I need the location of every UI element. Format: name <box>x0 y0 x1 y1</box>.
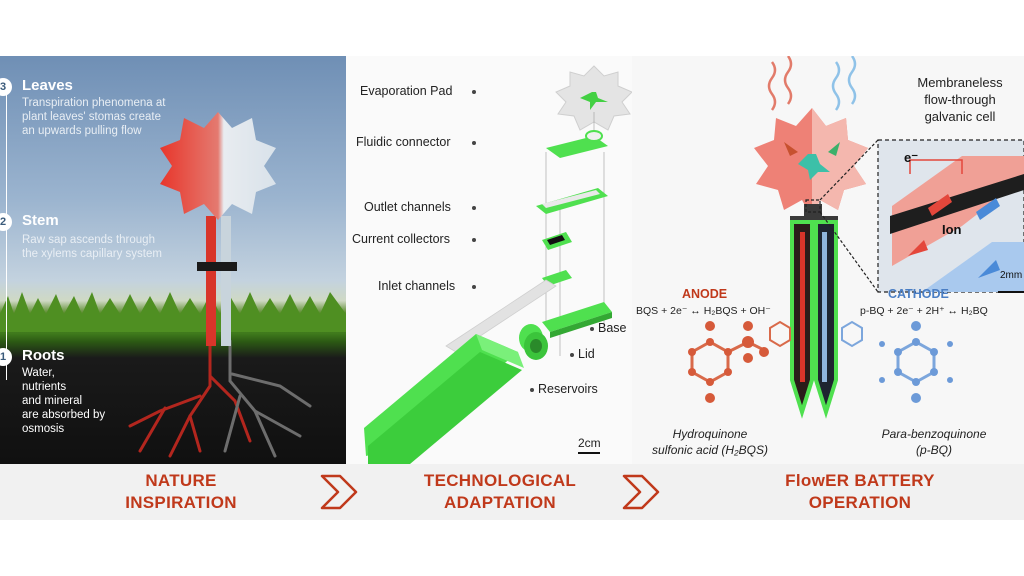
label-base: Base <box>598 321 627 335</box>
nature-illustration <box>0 112 346 458</box>
tech-panel: Evaporation Pad Fluidic connector Outlet… <box>346 56 632 464</box>
name-line: sulfonic acid (H₂BQS) <box>652 443 768 457</box>
step-title: Stem <box>22 212 59 229</box>
step-number: 1 <box>0 348 12 366</box>
battery-illustration <box>688 56 1024 419</box>
cell-title-line: Membraneless <box>917 75 1003 90</box>
desc-line: the xylems capillary system <box>22 248 162 260</box>
inset-electron-label: e⁻ <box>904 150 919 165</box>
figure: 3 Leaves Transpiration phenomena at plan… <box>0 56 1024 520</box>
stage-title-tech: TECHNOLOGICAL ADAPTATION <box>400 470 600 514</box>
leader-dot <box>530 388 534 392</box>
leader-dot <box>472 90 476 94</box>
name-line: Para-benzoquinone <box>881 427 987 441</box>
anode-molecule-name: Hydroquinone sulfonic acid (H₂BQS) <box>630 426 790 458</box>
chevron-right-icon <box>320 474 358 510</box>
desc-line: nutrients <box>22 381 67 393</box>
name-line: (p-BQ) <box>916 443 952 457</box>
label-inlet-channels: Inlet channels <box>378 279 456 293</box>
stage-title-nature: NATURE INSPIRATION <box>86 470 276 514</box>
leader-dot <box>472 206 476 210</box>
step-number: 3 <box>0 78 12 96</box>
desc-line: plant leaves' stomas create <box>22 111 161 123</box>
label-reservoirs: Reservoirs <box>538 382 598 396</box>
stage-title-line: OPERATION <box>808 493 912 512</box>
step-number: 2 <box>0 213 12 231</box>
label-evaporation-pad: Evaporation Pad <box>360 84 453 98</box>
label-lid: Lid <box>578 347 595 361</box>
cell-title: Membraneless flow-through galvanic cell <box>900 74 1020 125</box>
step-description: Transpiration phenomena at plant leaves'… <box>22 96 202 138</box>
desc-line: are absorbed by <box>22 409 106 421</box>
name-line: Hydroquinone <box>672 427 748 441</box>
desc-line: Water, <box>22 367 55 379</box>
leader-dot <box>570 353 574 357</box>
anode-equation: BQS + 2e⁻ ↔ H₂BQS + OH⁻ <box>636 305 771 317</box>
inset-ion-label: Ion <box>942 222 962 237</box>
stage-title-line: NATURE <box>145 471 217 490</box>
cell-title-line: flow-through <box>924 92 996 107</box>
cathode-equation: p-BQ + 2e⁻ + 2H⁺ ↔ H₂BQ <box>860 305 988 317</box>
leader-dot <box>472 238 476 242</box>
cathode-molecule-name: Para-benzoquinone (p-BQ) <box>854 426 1014 458</box>
step-description: Raw sap ascends through the xylems capil… <box>22 233 202 261</box>
desc-line: Transpiration phenomena at <box>22 97 166 109</box>
leader-dot <box>472 141 476 145</box>
step-title: Roots <box>22 347 65 364</box>
nature-panel: 3 Leaves Transpiration phenomena at plan… <box>0 56 346 464</box>
cell-title-line: galvanic cell <box>924 109 996 124</box>
stage-title-line: ADAPTATION <box>444 493 556 512</box>
label-current-collectors: Current collectors <box>352 232 450 246</box>
desc-line: and mineral <box>22 395 83 407</box>
flower-battery-panel: Membraneless flow-through galvanic cell … <box>632 56 1024 464</box>
cathode-title: CATHODE <box>888 287 949 301</box>
stage-title-line: INSPIRATION <box>125 493 237 512</box>
scale-bar-label: 2cm <box>578 436 601 450</box>
anode-title: ANODE <box>682 287 728 301</box>
desc-line: Raw sap ascends through <box>22 234 155 246</box>
label-fluidic-connector: Fluidic connector <box>356 135 451 149</box>
stage-title-operation: FlowER BATTERY OPERATION <box>750 470 970 514</box>
scale-bar <box>578 452 600 454</box>
leader-dot <box>472 285 476 289</box>
desc-line: osmosis <box>22 423 65 435</box>
inset-scale-label: 2mm <box>1000 270 1023 281</box>
step-description: Water, nutrients and mineral are absorbe… <box>22 366 132 436</box>
leader-dot <box>590 327 594 331</box>
desc-line: an upwards pulling flow <box>22 125 142 137</box>
stage-band: NATURE INSPIRATION TECHNOLOGICAL ADAPTAT… <box>0 464 1024 520</box>
stage-title-line: FlowER BATTERY <box>785 471 935 490</box>
exploded-view-illustration <box>364 65 632 464</box>
step-title: Leaves <box>22 77 73 94</box>
chevron-right-icon <box>622 474 660 510</box>
stage-title-line: TECHNOLOGICAL <box>423 471 577 490</box>
label-outlet-channels: Outlet channels <box>364 200 451 214</box>
